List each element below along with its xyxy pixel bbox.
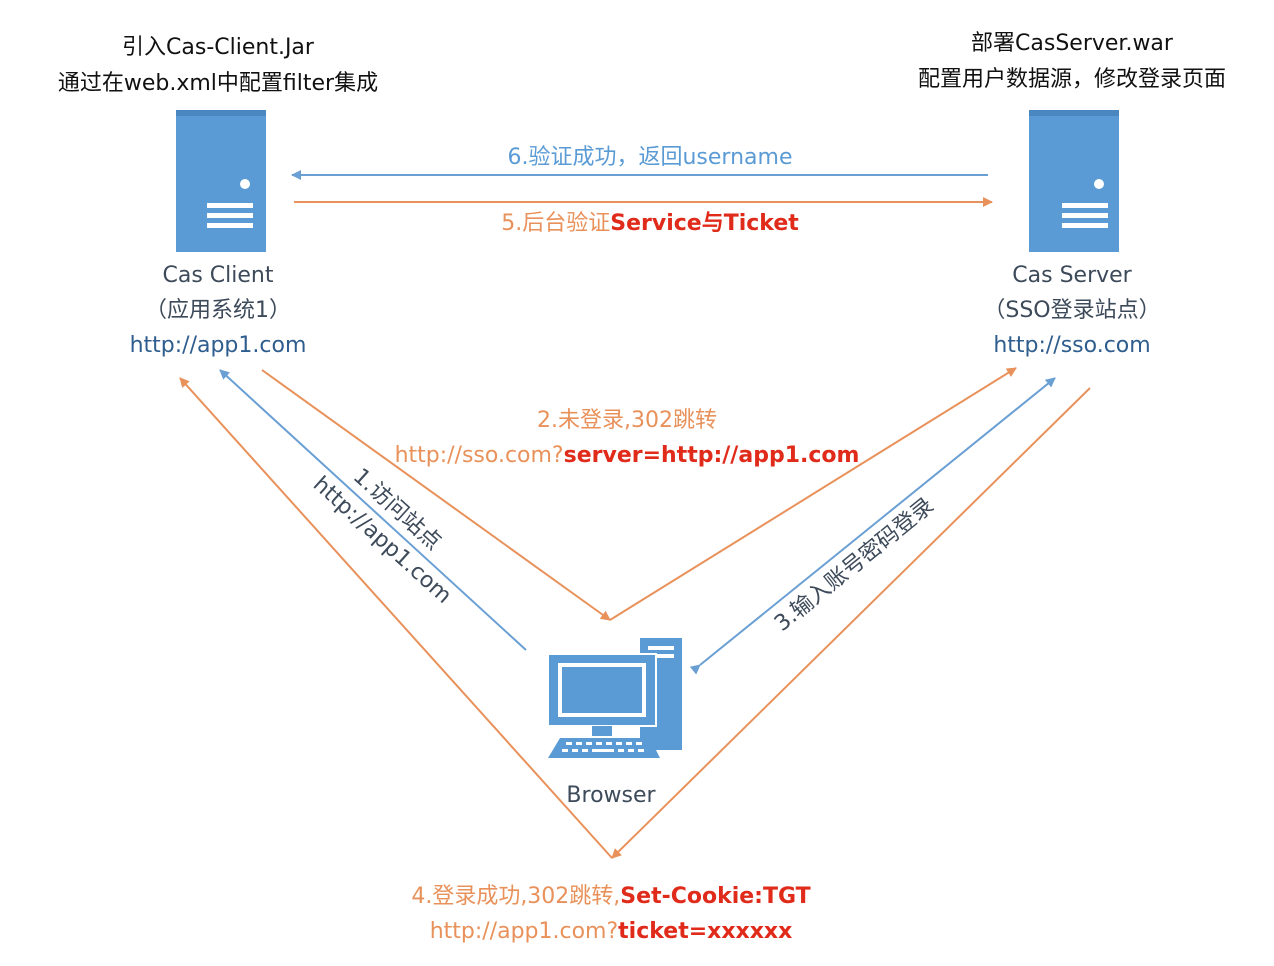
- server-role: （SSO登录站点）: [983, 298, 1160, 323]
- step4-plain-2: http://app1.com?: [430, 919, 618, 944]
- browser-label: Browser: [566, 783, 656, 808]
- step4-arrow-to-client: [179, 377, 613, 859]
- step3-label: 3.输入账号密码登录: [770, 493, 939, 636]
- step1-arrow: [219, 369, 527, 651]
- client-url: http://app1.com: [130, 333, 307, 358]
- step4-label-line2: http://app1.com?ticket=xxxxxx: [430, 919, 793, 944]
- sso-server-icon: [1029, 110, 1119, 252]
- client-role: （应用系统1）: [145, 298, 291, 323]
- server-note-line1: 部署CasServer.war: [971, 31, 1174, 56]
- client-server-icon: [176, 110, 266, 252]
- step5-label-bold: Service与Ticket: [610, 211, 799, 236]
- step6-label: 6.验证成功，返回username: [508, 145, 793, 170]
- step4-label-line1: 4.登录成功,302跳转,Set-Cookie:TGT: [411, 884, 810, 909]
- step2-arrow-to-browser: [261, 369, 611, 621]
- browser-computer-icon: [547, 638, 682, 758]
- step4-arrow-to-browser: [611, 387, 1091, 859]
- step5-label: 5.后台验证Service与Ticket: [501, 211, 799, 236]
- step4-plain-1: 4.登录成功,302跳转,: [411, 884, 620, 909]
- step2-label-line2: http://sso.com?server=http://app1.com: [395, 443, 860, 468]
- step2-url-bold: server=http://app1.com: [564, 443, 860, 468]
- step4-bold-2: ticket=xxxxxx: [618, 919, 792, 944]
- step2-label-line1: 2.未登录,302跳转: [537, 408, 717, 433]
- client-name: Cas Client: [163, 263, 274, 288]
- step3-arrow: [689, 377, 1056, 675]
- step2-url-plain: http://sso.com?: [395, 443, 564, 468]
- step4-bold-1: Set-Cookie:TGT: [620, 884, 810, 909]
- client-note-line1: 引入Cas-Client.Jar: [122, 35, 315, 60]
- step5-label-plain: 5.后台验证: [501, 211, 610, 236]
- server-note-line2: 配置用户数据源，修改登录页面: [918, 67, 1226, 92]
- server-url: http://sso.com: [993, 333, 1150, 358]
- client-note-line2: 通过在web.xml中配置filter集成: [58, 71, 378, 96]
- server-name: Cas Server: [1012, 263, 1132, 288]
